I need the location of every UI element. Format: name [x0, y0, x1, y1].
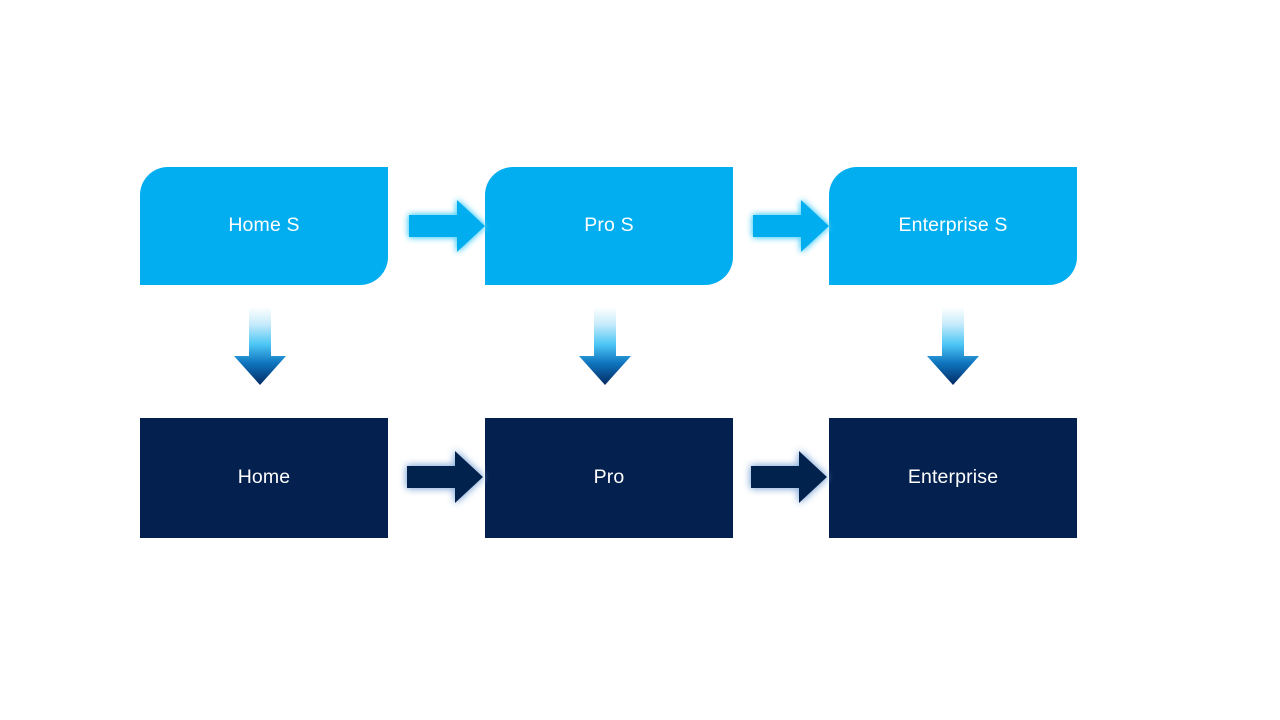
node-enterprise-s[interactable]: Enterprise S — [829, 167, 1077, 285]
arrow-right-icon-pro-s-to-enterprise-s — [749, 195, 833, 257]
node-enterprise[interactable]: Enterprise — [829, 418, 1077, 538]
node-label: Pro — [593, 465, 625, 488]
node-pro[interactable]: Pro — [485, 418, 733, 538]
node-pro-s[interactable]: Pro S — [485, 167, 733, 285]
node-home[interactable]: Home — [140, 418, 388, 538]
node-home-s[interactable]: Home S — [140, 167, 388, 285]
arrow-right-icon-home-s-to-pro-s — [405, 195, 489, 257]
arrow-down-icon-home-s-to-home — [229, 305, 291, 389]
node-label: Enterprise S — [898, 213, 1008, 236]
node-label: Home — [237, 465, 291, 488]
arrow-right-icon-home-to-pro — [403, 446, 487, 508]
node-label: Pro S — [584, 213, 634, 236]
node-label: Home S — [228, 213, 300, 236]
node-label: Enterprise — [907, 465, 999, 488]
arrow-right-icon-pro-to-enterprise — [747, 446, 831, 508]
arrow-down-icon-pro-s-to-pro — [574, 305, 636, 389]
arrow-down-icon-enterprise-s-to-enterprise — [922, 305, 984, 389]
